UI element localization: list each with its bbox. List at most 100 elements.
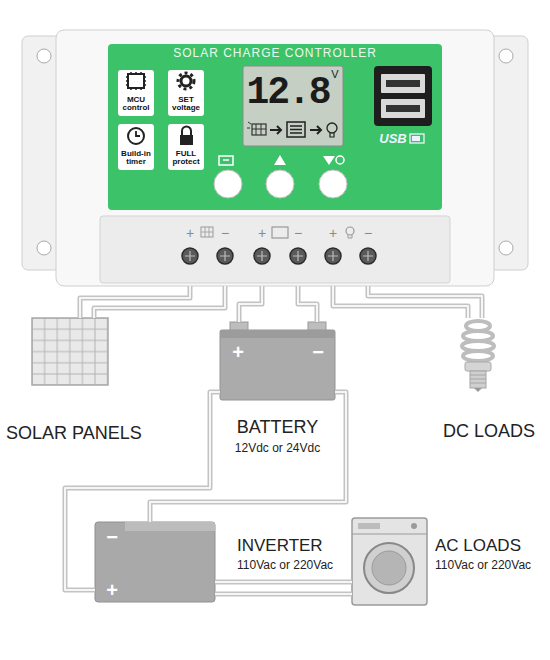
lcd-screen-part [247,122,266,135]
battery-terminal-sign: + [232,342,244,363]
feature-icons-part [118,70,154,116]
wire-core [80,286,190,318]
wire-core [239,286,262,322]
wire-outline [368,286,482,318]
ac-load: AC LOADS110Vac or 220Vac [352,518,427,605]
inverter-figure-part [125,522,215,531]
solar-panel-figure-part [32,318,108,385]
node-caption: SOLAR PANELS [6,423,142,444]
wire-outline [215,580,352,585]
wire-pair [65,392,346,590]
node-title: AC LOADS [435,536,531,556]
feature-icons-part [180,135,193,145]
solar-panel: SOLAR PANELS [32,318,108,385]
washing-machine-figure [352,518,427,605]
cfl-bulb-figure-part [463,351,493,361]
terminal-sign: + [258,226,266,241]
washing-machine-figure-part [372,551,406,585]
feature-icons-part [136,131,140,136]
wire-core [215,593,352,595]
controller-housing-part [108,44,442,210]
terminal-sign: − [221,226,229,241]
terminal-block-part [201,227,213,237]
battery-terminal-sign: − [312,342,324,363]
buttons [214,155,347,198]
feature-icons [118,70,204,170]
feature-icons-part [128,74,144,88]
node-subtitle: 110Vac or 220Vac [435,559,531,573]
usb-port-part [410,134,424,143]
buttons-part [336,156,344,164]
lcd-screen-part [330,133,334,137]
wire-outline [298,286,317,322]
wire-core [215,581,352,583]
node-subtitle: 110Vac or 220Vac [237,559,333,573]
terminal-block-part [201,227,213,237]
node-caption: INVERTER 110Vac or 220Vac [237,536,333,572]
buttons-part [266,170,294,198]
buttons-part [214,170,242,198]
node-caption: BATTERY12Vdc or 24Vdc [235,417,320,455]
buttons-part [223,159,229,161]
lcd-screen-part [290,126,302,133]
wire-core [94,286,225,318]
wire-core [150,392,346,522]
lcd-screen-part [243,66,343,146]
terminal-block-part [348,235,352,238]
usb-port-part [374,66,432,126]
lcd-readout: 12.8 [246,73,329,113]
feature-icons-part [182,127,191,136]
node-subtitle: 12Vdc or 24Vdc [235,442,320,456]
wire-core [65,392,220,590]
inverter-terminal-sign: + [106,580,118,601]
wire-pair [215,582,352,594]
cfl-bulb-figure-part [474,388,482,392]
inverter-figure [95,522,215,602]
inverter-terminal-sign: − [106,527,118,548]
controller-housing-part [37,241,51,255]
node-title: DC LOADS [443,421,535,442]
usb-port-part [386,105,420,112]
terminal-block-part [182,248,376,264]
usb-port-part [381,74,425,93]
wire-outline [239,286,262,322]
wire-pair [239,286,317,322]
lcd-screen-part [287,122,305,137]
cfl-bulb-figure-part [470,371,486,388]
washing-machine-figure-part [352,518,427,605]
feature-icons-part [178,73,194,89]
feature-icons-part [126,72,146,90]
solar-panel-figure [32,318,108,385]
feature-icons-part [118,124,154,170]
wire-pair [333,286,482,318]
terminal-block [182,227,376,264]
controller-housing-part [37,49,51,63]
controller-housing-part [499,49,513,63]
node-title: SOLAR PANELS [6,423,142,444]
node-caption: AC LOADS 110Vac or 220Vac [435,536,531,572]
battery-figure [220,322,335,400]
terminal-sign: + [186,226,194,241]
usb-port-part [381,99,425,118]
controller-housing [22,30,528,286]
wire-core [368,286,482,318]
node-caption: DC LOADS [443,421,535,442]
washing-machine-figure-part [358,523,380,529]
lcd-unit: V [331,69,338,81]
wire-outline [333,286,468,318]
lcd-screen-part [327,123,337,133]
node-title: INVERTER [237,536,333,556]
washing-machine-figure-part [352,534,427,535]
controller-housing-part [100,216,450,283]
controller-housing-part [56,30,494,286]
usb-logo: USB [379,132,406,146]
wire-outline [150,392,346,522]
washing-machine-figure-part [364,543,414,593]
node-caption: SOLAR CHARGE CONTROLLER [108,47,442,61]
lcd-screen-part [310,126,321,134]
wire-outline [65,392,220,590]
terminal-sign: − [294,226,302,241]
cfl-bulb-figure [462,321,494,392]
terminal-sign: − [364,226,372,241]
lcd-screen [243,66,343,146]
